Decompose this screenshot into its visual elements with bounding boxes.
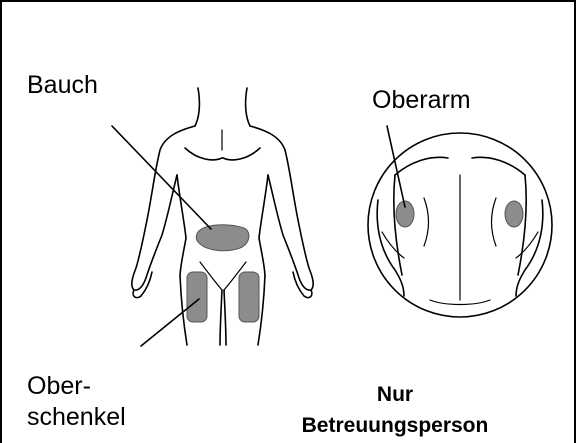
- caregiver-note-line2: Betreuungsperson: [300, 415, 490, 436]
- right-upper-arm-injection-zone: [505, 201, 523, 227]
- abdomen-injection-zone: [196, 225, 249, 251]
- caregiver-note-line1: Nur: [300, 384, 490, 405]
- front-body-figure: [132, 88, 313, 345]
- left-thigh-injection-zone: [187, 272, 207, 322]
- thigh-leader-line: [141, 299, 199, 346]
- abdomen-label: Bauch: [27, 73, 98, 98]
- thigh-label-line2: schenkel: [27, 405, 126, 430]
- back-view-circle: [368, 133, 552, 317]
- upper-arm-label: Oberarm: [372, 88, 471, 113]
- right-thigh-injection-zone: [239, 272, 259, 322]
- injection-zones-front: [187, 225, 259, 322]
- abdomen-leader-line: [112, 126, 211, 229]
- thigh-label-line1: Ober-: [27, 374, 91, 399]
